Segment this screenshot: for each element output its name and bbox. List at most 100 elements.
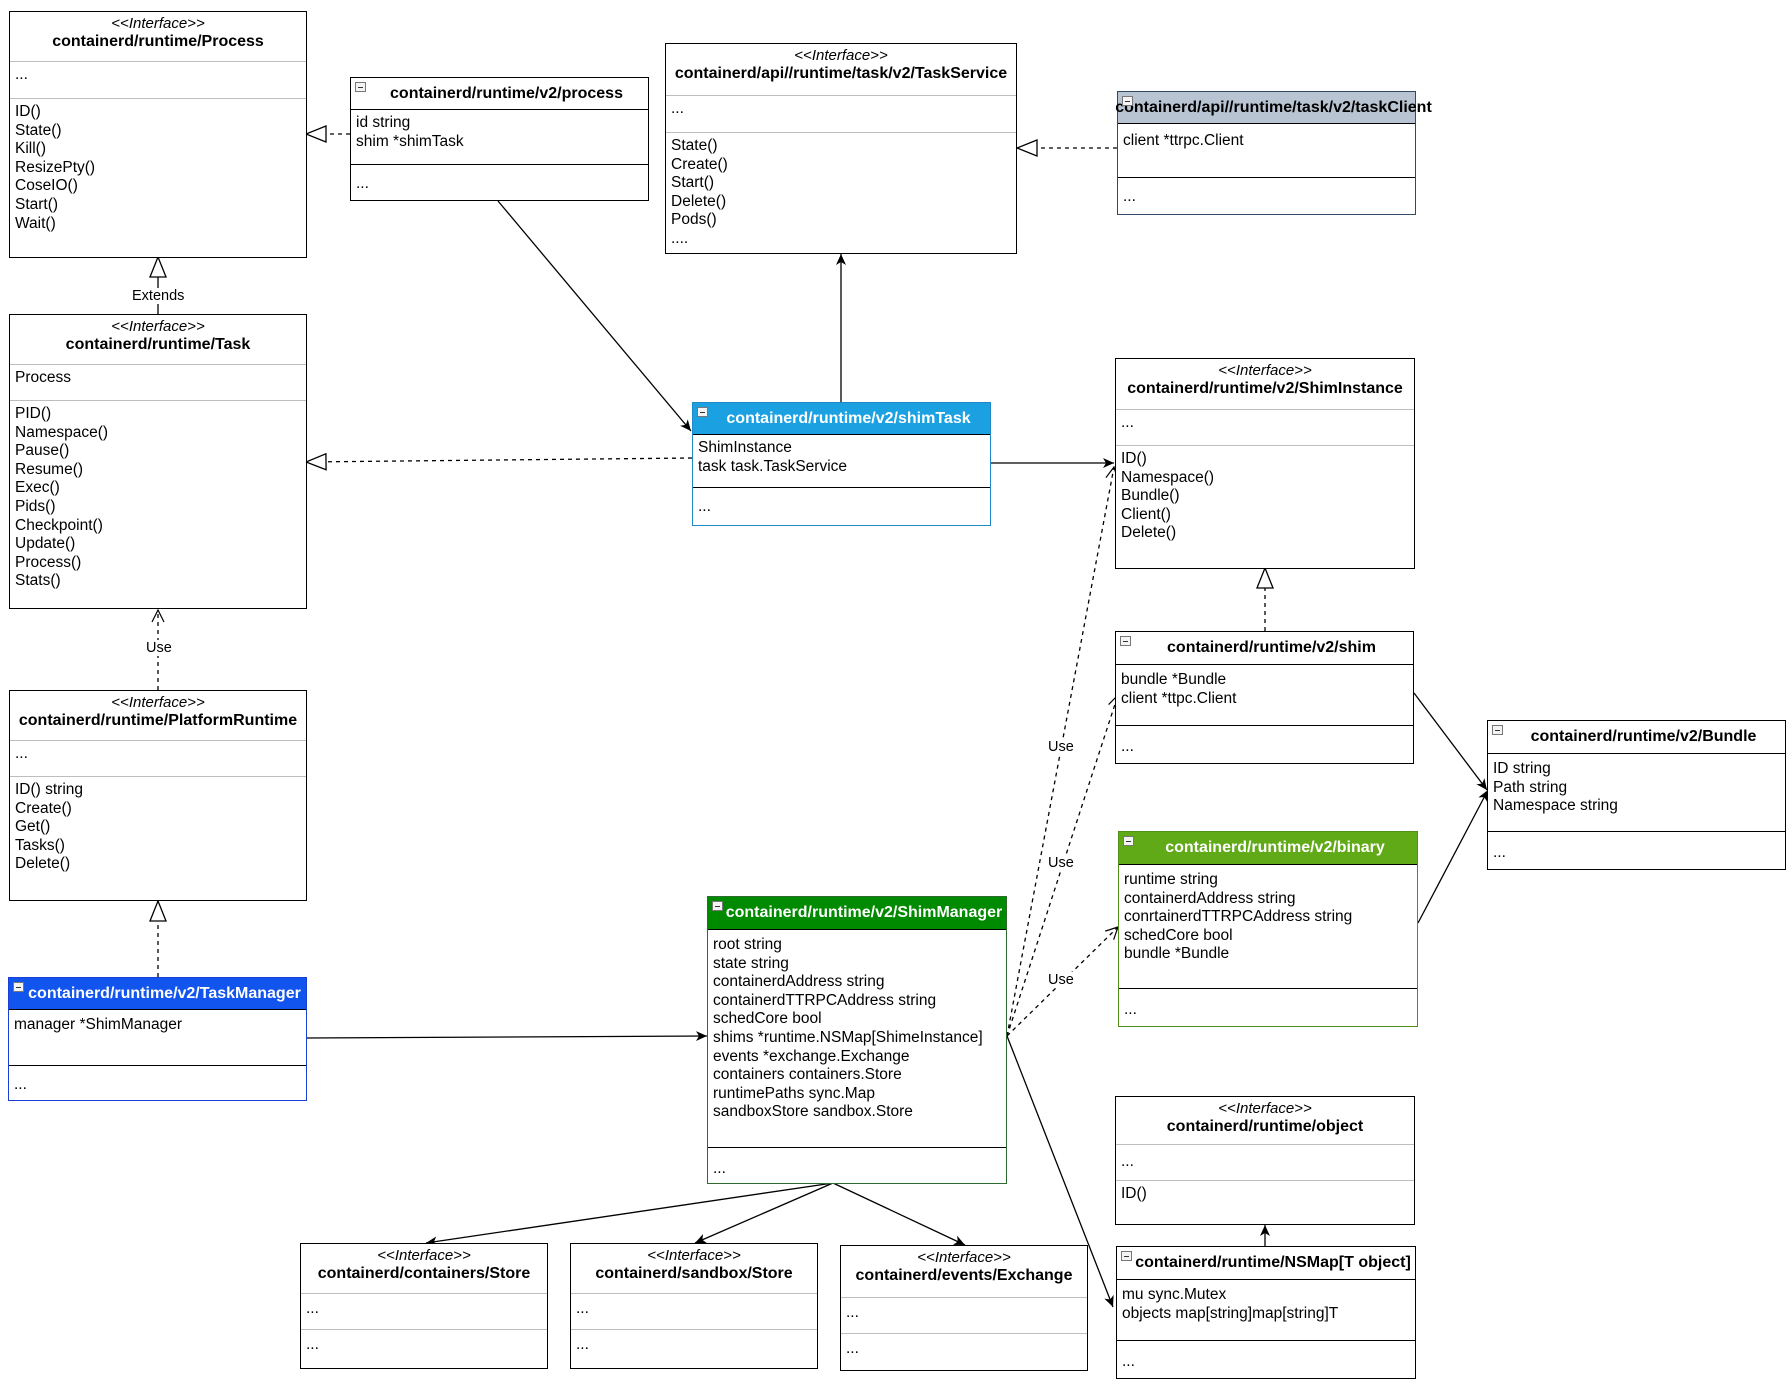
fields-section: ...: [846, 1304, 859, 1321]
methods-section: PID() Namespace() Pause() Resume() Exec(…: [10, 400, 306, 595]
methods-section: ...: [693, 487, 990, 521]
collapse-icon[interactable]: [1492, 725, 1503, 735]
class-name: containerd/runtime/v2/binary: [1165, 839, 1385, 856]
v2-process-class-box[interactable]: containerd/runtime/v2/process id string …: [350, 77, 649, 201]
methods-section: ID() State() Kill() ResizePty() CoseIO()…: [10, 98, 306, 237]
task-manager-class-box[interactable]: containerd/runtime/v2/TaskManager manage…: [8, 977, 307, 1101]
class-name: containerd/runtime/v2/process: [390, 84, 623, 102]
shim-manager-class-box[interactable]: containerd/runtime/v2/ShimManager root s…: [707, 896, 1007, 1184]
process-interface-box[interactable]: <<Interface>> containerd/runtime/Process…: [9, 11, 307, 258]
object-interface-box[interactable]: <<Interface>> containerd/runtime/object …: [1115, 1096, 1415, 1225]
edge-shimtask-to-task-iface: [306, 458, 693, 462]
fields-section: manager *ShimManager: [14, 1016, 183, 1033]
methods-section: ID() Namespace() Bundle() Client() Delet…: [1116, 445, 1414, 547]
edge-shimmanager-to-events-exchange: [832, 1182, 966, 1246]
use-label-task: Use: [144, 640, 174, 656]
class-name: containerd/runtime/v2/TaskManager: [28, 984, 301, 1002]
stereotype-label: <<Interface>>: [111, 15, 205, 32]
collapse-icon[interactable]: [13, 982, 24, 992]
stereotype-label: <<Interface>>: [794, 47, 888, 64]
fields-section: ...: [671, 100, 684, 117]
stereotype-label: <<Interface>>: [111, 318, 205, 335]
use-label-shiminstance: Use: [1046, 739, 1076, 755]
collapse-icon[interactable]: [712, 901, 723, 911]
class-name: containerd/runtime/v2/ShimInstance: [1127, 380, 1403, 397]
edge-shimmanager-to-nsmap: [1006, 1035, 1114, 1308]
stereotype-label: <<Interface>>: [917, 1249, 1011, 1266]
shim-class-box[interactable]: containerd/runtime/v2/shim bundle *Bundl…: [1115, 631, 1414, 764]
methods-section: ...: [351, 164, 648, 198]
methods-section: ...: [9, 1065, 306, 1099]
methods-section: ...: [571, 1329, 817, 1359]
binary-class-box[interactable]: containerd/runtime/v2/binary runtime str…: [1118, 831, 1418, 1027]
fields-section: id string shim *shimTask: [356, 114, 464, 150]
fields-section: ...: [1121, 414, 1134, 431]
fields-section: ...: [306, 1300, 319, 1317]
class-name: containerd/runtime/Process: [52, 33, 264, 50]
fields-section: ...: [15, 66, 28, 83]
class-name: containerd/api//runtime/task/v2/taskClie…: [1115, 98, 1432, 116]
edge-taskmanager-to-shimmanager: [306, 1031, 708, 1042]
collapse-icon[interactable]: [1123, 836, 1134, 846]
class-name: containerd/runtime/Task: [65, 336, 251, 353]
collapse-icon[interactable]: [355, 82, 366, 92]
stereotype-label: <<Interface>>: [1218, 1100, 1312, 1117]
stereotype-label: <<Interface>>: [111, 694, 205, 711]
class-name: containerd/runtime/v2/Bundle: [1530, 728, 1757, 745]
nsmap-class-box[interactable]: containerd/runtime/NSMap[T object] mu sy…: [1116, 1246, 1416, 1379]
shim-task-class-box[interactable]: containerd/runtime/v2/shimTask ShimInsta…: [692, 402, 991, 526]
collapse-icon[interactable]: [1121, 1251, 1132, 1261]
methods-section: ...: [1118, 177, 1415, 211]
use-label-shim: Use: [1046, 855, 1076, 871]
bundle-class-box[interactable]: containerd/runtime/v2/Bundle ID string P…: [1487, 720, 1786, 870]
edge-shim-to-bundle: [1413, 692, 1488, 791]
class-name: containerd/containers/Store: [317, 1265, 531, 1282]
methods-section: ...: [1116, 725, 1413, 761]
methods-section: ID() string Create() Get() Tasks() Delet…: [10, 776, 306, 878]
edge-shimmanager-to-containers-store: [425, 1182, 834, 1247]
fields-section: ...: [15, 745, 28, 762]
fields-section: bundle *Bundle client *ttpc.Client: [1121, 671, 1237, 707]
stereotype-label: <<Interface>>: [1218, 362, 1312, 379]
extends-label: Extends: [130, 288, 187, 304]
stereotype-label: <<Interface>>: [377, 1247, 471, 1264]
task-service-interface-box[interactable]: <<Interface>> containerd/api//runtime/ta…: [665, 43, 1017, 254]
sandbox-store-interface-box[interactable]: <<Interface>> containerd/sandbox/Store .…: [570, 1243, 818, 1369]
collapse-icon[interactable]: [1120, 636, 1131, 646]
methods-section: ID(): [1116, 1180, 1414, 1208]
class-name: containerd/runtime/v2/ShimManager: [725, 904, 1003, 921]
fields-section: mu sync.Mutex objects map[string]map[str…: [1122, 1286, 1339, 1322]
collapse-icon[interactable]: [697, 407, 708, 417]
events-exchange-interface-box[interactable]: <<Interface>> containerd/events/Exchange…: [840, 1245, 1088, 1371]
fields-section: runtime string containerdAddress string …: [1124, 871, 1353, 963]
class-name: containerd/runtime/v2/shimTask: [726, 409, 971, 427]
fields-section: root string state string containerdAddre…: [713, 936, 983, 1121]
fields-section: ...: [576, 1300, 589, 1317]
methods-section: ...: [1488, 831, 1785, 867]
class-name: containerd/runtime/PlatformRuntime: [18, 712, 298, 729]
methods-section: ...: [1119, 988, 1417, 1024]
fields-section: Process: [15, 369, 71, 386]
methods-section: ...: [301, 1329, 547, 1359]
fields-section: ID string Path string Namespace string: [1493, 760, 1618, 815]
class-name: containerd/runtime/object: [1166, 1118, 1364, 1135]
edge-process-to-shimtask: [497, 200, 692, 432]
methods-section: ...: [1117, 1340, 1415, 1376]
shim-instance-interface-box[interactable]: <<Interface>> containerd/runtime/v2/Shim…: [1115, 358, 1415, 569]
collapse-icon[interactable]: [1122, 96, 1133, 106]
task-client-class-box[interactable]: containerd/api//runtime/task/v2/taskClie…: [1115, 91, 1432, 215]
fields-section: ...: [1121, 1153, 1134, 1170]
platform-runtime-interface-box[interactable]: <<Interface>> containerd/runtime/Platfor…: [9, 690, 307, 901]
stereotype-label: <<Interface>>: [647, 1247, 741, 1264]
use-label-binary: Use: [1046, 972, 1076, 988]
task-interface-box[interactable]: <<Interface>> containerd/runtime/Task Pr…: [9, 314, 307, 609]
class-name: containerd/sandbox/Store: [595, 1265, 793, 1282]
class-name: containerd/events/Exchange: [855, 1267, 1073, 1284]
containers-store-interface-box[interactable]: <<Interface>> containerd/containers/Stor…: [300, 1243, 548, 1369]
methods-section: ...: [841, 1333, 1087, 1363]
class-name: containerd/runtime/v2/shim: [1167, 639, 1376, 656]
class-name: containerd/runtime/NSMap[T object]: [1135, 1254, 1411, 1271]
edge-shimmanager-to-sandbox-store: [694, 1182, 834, 1244]
edge-shimmanager-use-binary: [1006, 927, 1118, 1037]
